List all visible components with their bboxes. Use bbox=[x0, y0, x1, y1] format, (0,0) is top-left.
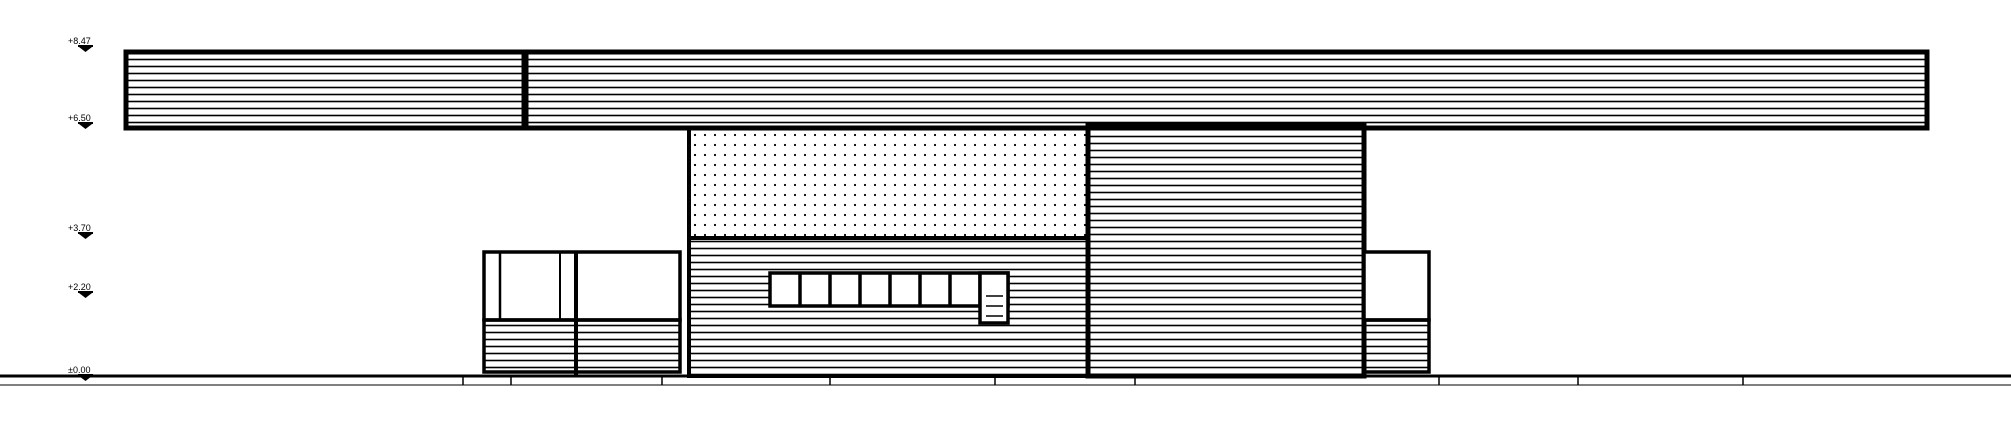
right-volume bbox=[1085, 122, 1367, 379]
level-marker-370: +3.70 bbox=[68, 223, 93, 239]
level-marker-220: +2.20 bbox=[68, 282, 93, 298]
level-marker-000: ±0.00 bbox=[68, 365, 93, 381]
louvre-door bbox=[978, 271, 1010, 325]
ground-line bbox=[0, 374, 2011, 386]
level-markers: +8.47 +6.50 +3.70 +2.20 ±0.00 bbox=[68, 36, 93, 381]
level-label-370: +3.70 bbox=[68, 223, 91, 233]
right-annex bbox=[1362, 250, 1431, 374]
canopy-roof bbox=[123, 49, 1930, 131]
strip-window bbox=[768, 271, 1010, 325]
level-label-650: +6.50 bbox=[68, 113, 91, 123]
left-annex bbox=[482, 250, 682, 376]
perforated-panel bbox=[687, 126, 1090, 240]
level-marker-650: +6.50 bbox=[68, 113, 93, 129]
level-label-000: ±0.00 bbox=[68, 365, 90, 375]
level-label-220: +2.20 bbox=[68, 282, 91, 292]
level-marker-847: +8.47 bbox=[68, 36, 93, 52]
level-label-847: +8.47 bbox=[68, 36, 91, 46]
